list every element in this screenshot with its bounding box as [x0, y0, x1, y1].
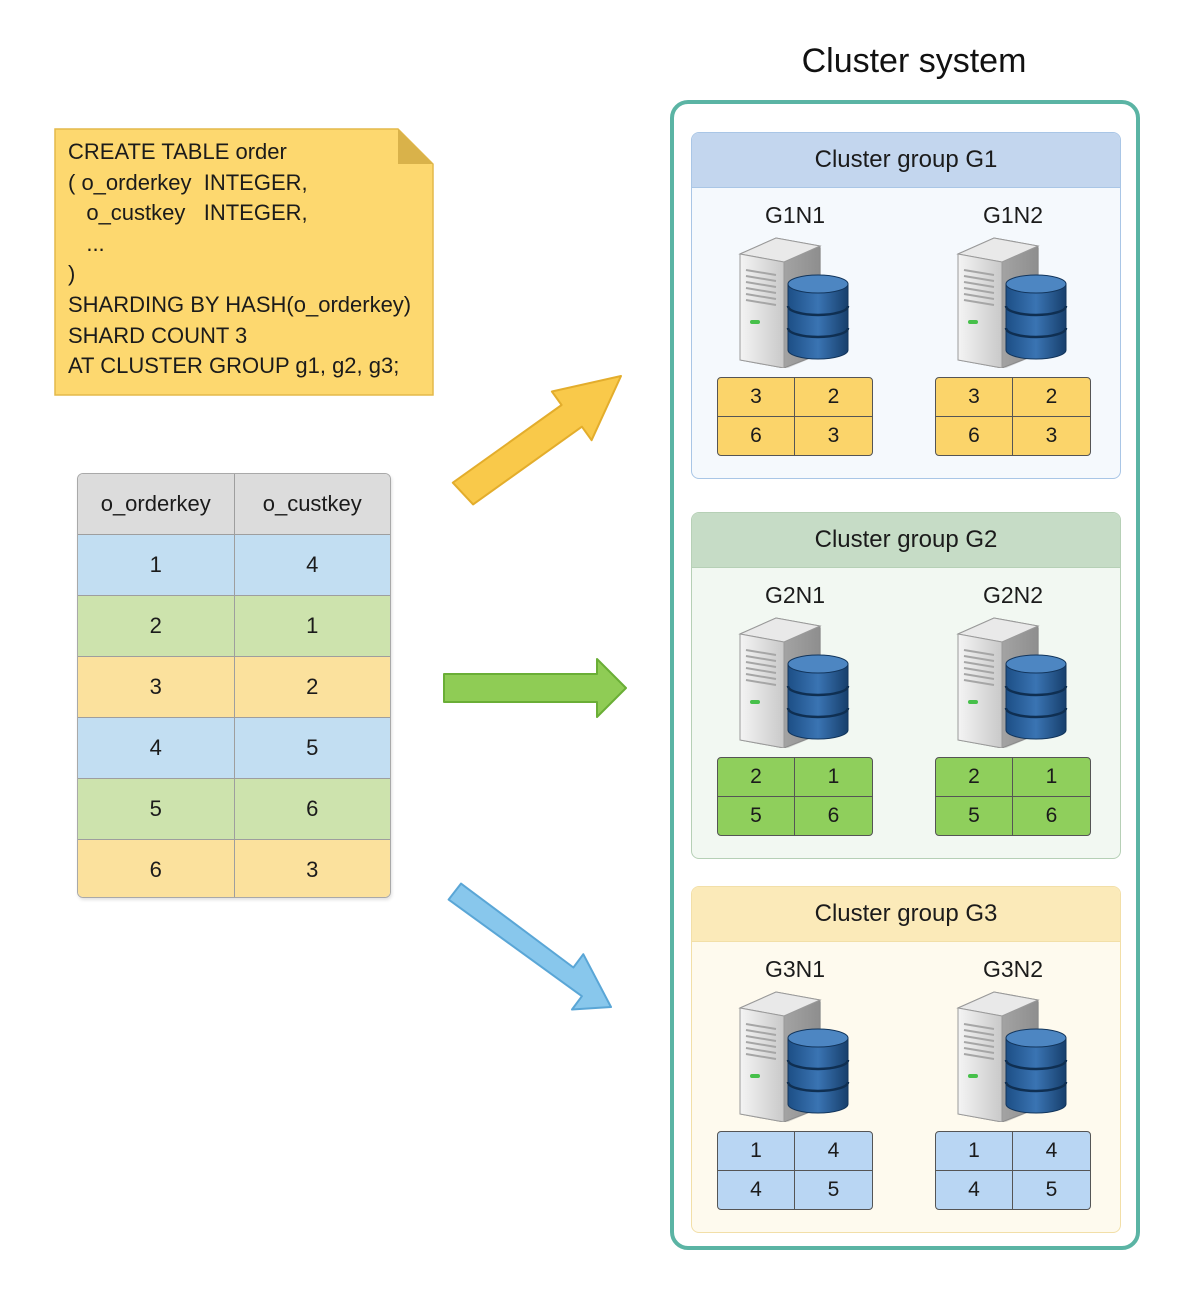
- shard-cell: 3: [936, 378, 1013, 417]
- server-database-icon: [738, 237, 850, 368]
- yellow-arrow: [451, 375, 622, 506]
- node-label: G3N2: [982, 956, 1044, 982]
- shard-cell: 1: [936, 1132, 1013, 1171]
- shard-cell: 2: [1013, 378, 1090, 417]
- shard-cell: 1: [1013, 758, 1090, 797]
- cluster-group-title: Cluster group G1: [692, 133, 1120, 188]
- blue-arrow: [447, 882, 612, 1011]
- shard-cell: 5: [936, 796, 1013, 835]
- table-cell-custkey: 1: [234, 595, 390, 657]
- cluster-group-1: Cluster group G1 G1N1 3: [691, 132, 1121, 479]
- sql-line: SHARD COUNT 3: [68, 322, 248, 348]
- shard-cell: 3: [827, 423, 840, 447]
- sql-code: CREATE TABLE order( o_orderkey INTEGER, …: [68, 137, 411, 382]
- server-database-icon: [738, 991, 850, 1122]
- shard-cell: 6: [936, 416, 1013, 455]
- table-cell-orderkey: 6: [78, 839, 235, 897]
- shard-cell: 2: [795, 378, 872, 417]
- table-cell-orderkey: 1: [78, 534, 235, 596]
- shard-cell: 1: [795, 758, 872, 797]
- shard-cell: 3: [718, 378, 795, 417]
- table-cell-custkey: 2: [234, 656, 390, 718]
- column-header-custkey: o_custkey: [234, 474, 390, 535]
- shard-cell: 4: [936, 1170, 1013, 1209]
- table-cell-orderkey: 2: [78, 595, 235, 657]
- sql-line: ...: [68, 230, 105, 256]
- note-shape: [54, 128, 434, 396]
- server-database-icon: [738, 617, 850, 748]
- cluster-system-title: Cluster system: [801, 42, 1027, 80]
- shard-cell: 1: [718, 1132, 795, 1171]
- server-database-icon: [956, 617, 1068, 748]
- shard-cell: 5: [1045, 1177, 1058, 1201]
- shard-cell: 6: [718, 416, 795, 455]
- shard-cell: 3: [1045, 423, 1058, 447]
- shard-cell: 4: [1013, 1132, 1090, 1171]
- table-cell-orderkey: 4: [78, 717, 235, 779]
- server-database-icon: [956, 991, 1068, 1122]
- table-cell-orderkey: 3: [78, 656, 235, 718]
- node-label: G2N1: [764, 582, 826, 608]
- server-database-icon: [956, 237, 1068, 368]
- node-label: G1N2: [982, 202, 1044, 228]
- green-arrow: [443, 658, 627, 718]
- table-cell-orderkey: 5: [78, 778, 235, 840]
- shard-cell: 4: [795, 1132, 872, 1171]
- shard-cell: 4: [718, 1170, 795, 1209]
- node-label: G2N2: [982, 582, 1044, 608]
- table-header-row: o_orderkey o_custkey: [78, 474, 390, 535]
- sql-line: ): [68, 261, 76, 287]
- table-cell-custkey: 3: [234, 839, 390, 897]
- sql-line: CREATE TABLE order: [68, 139, 287, 164]
- shard-cell: 2: [718, 758, 795, 797]
- cluster-group-title: Cluster group G2: [692, 513, 1120, 568]
- table-cell-custkey: 6: [234, 778, 390, 840]
- cluster-group-title: Cluster group G3: [692, 887, 1120, 942]
- cluster-group-2: Cluster group G2 G2N1 2: [691, 512, 1121, 859]
- shard-cell: 6: [827, 803, 840, 827]
- sql-line: SHARDING BY HASH(o_orderkey): [68, 291, 412, 317]
- sql-line: o_custkey INTEGER,: [68, 200, 308, 226]
- sql-line: AT CLUSTER GROUP g1, g2, g3;: [68, 353, 400, 379]
- sql-note: CREATE TABLE order( o_orderkey INTEGER, …: [54, 128, 434, 396]
- node-label: G3N1: [764, 956, 826, 982]
- shard-cell: 2: [936, 758, 1013, 797]
- table-cell-custkey: 4: [234, 534, 390, 596]
- shard-cell: 6: [1045, 803, 1058, 827]
- sql-line: ( o_orderkey INTEGER,: [68, 169, 308, 195]
- shard-cell: 5: [718, 796, 795, 835]
- column-header-orderkey: o_orderkey: [78, 474, 235, 535]
- node-label: G1N1: [764, 202, 826, 228]
- table-cell-custkey: 5: [234, 717, 390, 779]
- cluster-group-3: Cluster group G3 G3N1 1: [691, 886, 1121, 1233]
- shard-cell: 5: [827, 1177, 840, 1201]
